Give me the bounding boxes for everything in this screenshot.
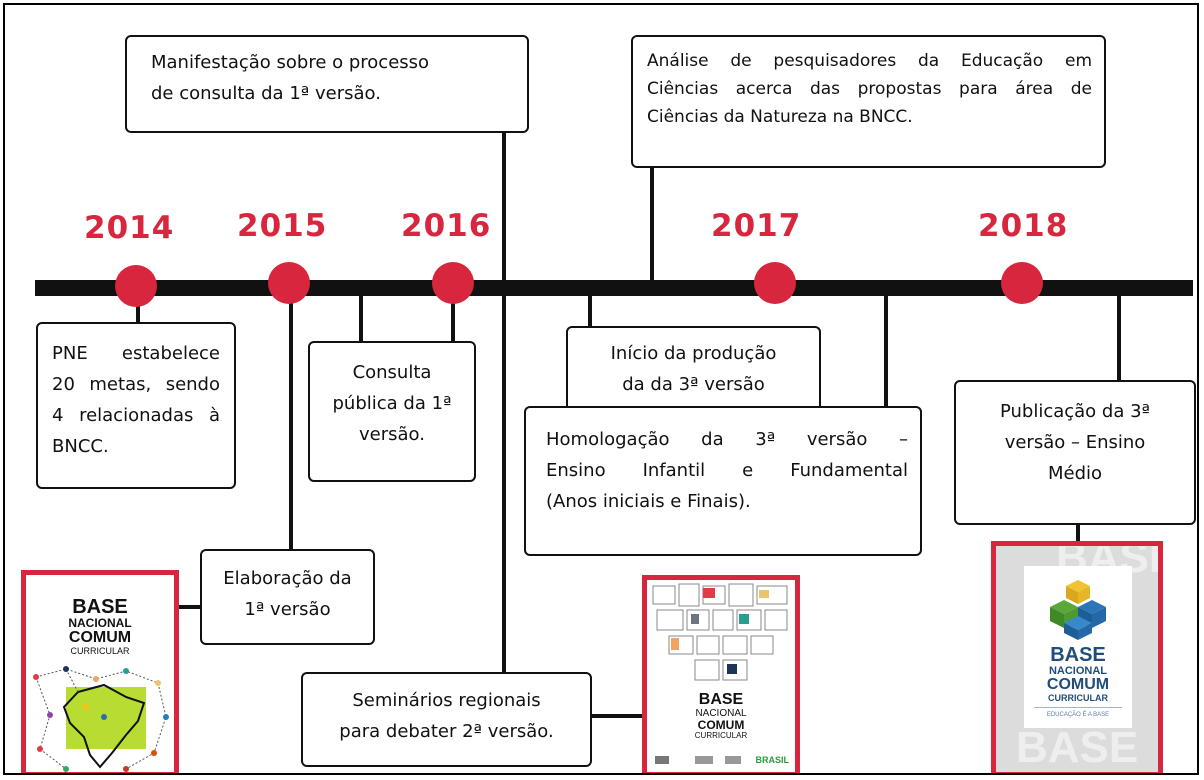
cover1-title: BASE NACIONAL COMUM CURRICULAR	[68, 596, 132, 656]
connector-first-cover	[177, 605, 202, 609]
event-consulta-line-1: Consulta	[352, 362, 432, 383]
bncc-second-version-cover: BASE NACIONAL COMUM CURRICULAR BRASIL	[642, 575, 800, 773]
cover2-logos-row: BRASIL	[653, 754, 789, 766]
event-analise-line-1: Análise de pesquisadores da Educação em	[647, 51, 1092, 71]
event-box-publicacao: Publicação da 3ª versão – Ensino Médio	[954, 380, 1196, 525]
event-box-pne: PNE estabelece 20 metas, sendo 4 relacio…	[36, 322, 236, 489]
bncc-first-version-cover: BASE NACIONAL COMUM CURRICULAR	[21, 570, 179, 773]
event-pne-line-4: BNCC.	[52, 436, 109, 457]
connector-homologacao	[884, 290, 888, 412]
event-box-manifestacao: Manifestação sobre o processo de consult…	[125, 35, 529, 133]
connector-consulta-b	[451, 290, 455, 346]
year-label-2017: 2017	[711, 208, 802, 244]
connector-inicio	[588, 290, 592, 332]
event-box-analise: Análise de pesquisadores da Educação em …	[631, 35, 1106, 168]
event-homologacao-line-1: Homologação da 3ª versão –	[546, 429, 908, 450]
event-pne-line-3: 4 relacionadas à	[52, 405, 220, 426]
connector-manifestacao	[502, 128, 506, 683]
event-inicio-line-2: da da 3ª versão	[622, 374, 765, 395]
event-manifestacao-line-2: de consulta da 1ª versão.	[151, 83, 381, 104]
logo-mark-3	[725, 756, 741, 764]
connector-publicacao	[1117, 290, 1121, 385]
cover3-tagline: EDUCAÇÃO É A BASE	[1034, 707, 1122, 722]
year-label-2018: 2018	[978, 208, 1069, 244]
year-label-2016: 2016	[401, 208, 492, 244]
event-box-elaboracao: Elaboração da 1ª versão	[200, 549, 375, 645]
cover3-title: BASE NACIONAL COMUM CURRICULAR EDUCAÇÃO …	[1024, 645, 1132, 722]
event-pne-line-2: 20 metas, sendo	[52, 374, 220, 395]
event-publicacao-line-1: Publicação da 3ª	[999, 401, 1151, 422]
collage-icon	[652, 583, 788, 681]
year-label-2015: 2015	[237, 208, 328, 244]
event-pne-line-1: PNE estabelece	[52, 343, 220, 364]
event-elaboracao-line-2: 1ª versão	[244, 599, 331, 620]
event-publicacao-line-3: Médio	[1047, 463, 1103, 484]
event-publicacao-line-2: versão – Ensino	[1004, 432, 1146, 453]
cover3-watermark-bottom: BASE	[1016, 723, 1139, 772]
event-homologacao-line-2: Ensino Infantil e Fundamental	[546, 460, 908, 481]
stacked-cubes-icon	[1050, 580, 1106, 640]
connector-consulta-a	[359, 290, 363, 346]
event-analise-line-3: Ciências da Natureza na BNCC.	[647, 107, 913, 127]
logo-mark-1	[655, 756, 669, 764]
year-label-2014: 2014	[84, 210, 175, 246]
year-marker-2017	[754, 262, 796, 304]
connector-2014	[136, 290, 140, 330]
event-consulta-line-3: versão.	[359, 424, 425, 445]
event-box-homologacao: Homologação da 3ª versão – Ensino Infant…	[524, 406, 922, 556]
year-marker-2014	[115, 265, 157, 307]
event-box-seminarios: Seminários regionais para debater 2ª ver…	[301, 672, 592, 767]
bncc-third-version-cover: BASE BASE BASE NACIONAL COMUM	[991, 541, 1163, 773]
connector-second-cover	[590, 714, 643, 718]
connector-publicacao-cover	[1076, 522, 1080, 543]
event-box-consulta: Consulta pública da 1ª versão.	[308, 341, 476, 482]
event-analise-line-2: Ciências acerca das propostas para área …	[647, 79, 1092, 99]
event-seminarios-line-2: para debater 2ª versão.	[339, 721, 554, 742]
connector-elaboracao	[289, 290, 293, 555]
logo-mark-2	[695, 756, 713, 764]
event-homologacao-line-3: (Anos iniciais e Finais).	[546, 491, 751, 512]
event-seminarios-line-1: Seminários regionais	[352, 690, 541, 711]
brazil-network-map-icon	[33, 666, 169, 772]
year-marker-2015	[268, 262, 310, 304]
timeline-axis	[35, 280, 1193, 296]
cover2-title: BASE NACIONAL COMUM CURRICULAR	[694, 691, 748, 741]
brasil-logo: BRASIL	[755, 755, 790, 765]
year-marker-2016	[432, 262, 474, 304]
event-consulta-line-2: pública da 1ª	[332, 393, 452, 414]
event-elaboracao-line-1: Elaboração da	[223, 568, 352, 589]
year-marker-2018	[1001, 262, 1043, 304]
connector-analise	[650, 163, 654, 283]
event-manifestacao-line-1: Manifestação sobre o processo	[151, 52, 430, 73]
event-box-inicio: Início da produção da da 3ª versão	[566, 326, 821, 412]
timeline-diagram: 2014 2015 2016 2017 2018 PNE estabelece …	[3, 3, 1199, 775]
event-inicio-line-1: Início da produção	[610, 343, 777, 364]
cover3-panel: BASE NACIONAL COMUM CURRICULAR EDUCAÇÃO …	[1024, 566, 1132, 728]
